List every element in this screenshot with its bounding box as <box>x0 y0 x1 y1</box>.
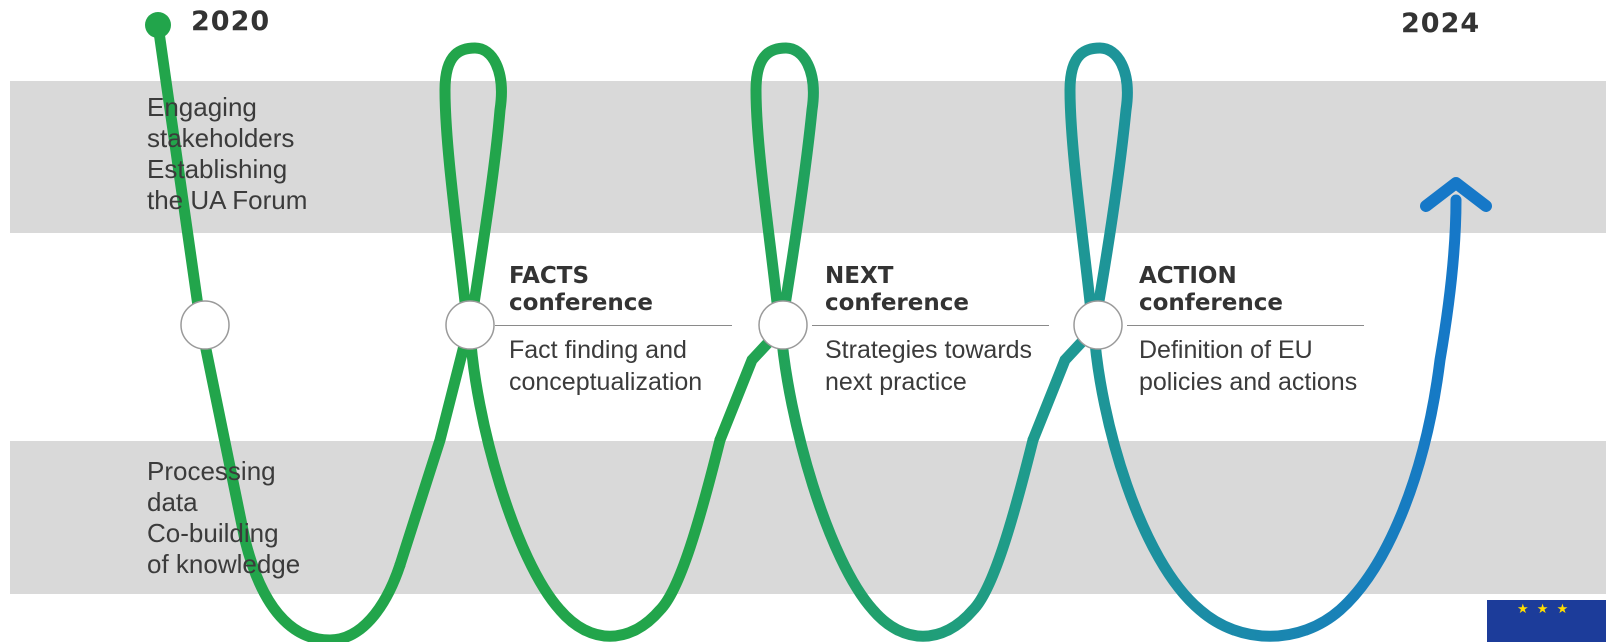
eu-flag-logo: ★ ★ ★ <box>1487 600 1606 642</box>
end-year: 2024 <box>1401 8 1481 39</box>
next-conference-title: NEXT conference <box>825 263 969 317</box>
top-band-line: Establishing <box>147 154 288 184</box>
curve-loop-next <box>714 42 1039 642</box>
start-year: 2020 <box>191 6 271 37</box>
conference-desc-line: next practice <box>825 368 967 396</box>
conference-title-line: ACTION <box>1139 263 1237 289</box>
curve-loop-action <box>1027 42 1462 642</box>
start-dot <box>145 12 171 38</box>
conference-desc-line: Definition of EU <box>1139 336 1313 364</box>
conference-title-line: FACTS <box>509 263 590 289</box>
next-conference-description: Strategies towards next practice <box>825 334 1032 398</box>
facts-divider <box>495 325 732 326</box>
facts-conference-description: Fact finding and conceptualization <box>509 334 702 398</box>
milestone-circle-next <box>758 300 808 350</box>
top-band-line: Engaging <box>147 92 257 122</box>
conference-title-line: conference <box>509 290 653 316</box>
conference-title-line: conference <box>825 290 969 316</box>
next-divider <box>812 325 1049 326</box>
milestone-circle-action <box>1073 300 1123 350</box>
curve-loop-facts <box>394 42 726 642</box>
bottom-band-text: Processing data Co-building of knowledge <box>147 456 300 580</box>
bottom-band-line: of knowledge <box>147 549 301 579</box>
conference-desc-line: Fact finding and <box>509 336 687 364</box>
arrow-head-icon <box>1420 177 1492 212</box>
top-band-line: stakeholders <box>147 123 295 153</box>
eu-stars-icon: ★ ★ ★ <box>1517 602 1571 617</box>
conference-title-line: NEXT <box>825 263 894 289</box>
facts-conference-title: FACTS conference <box>509 263 653 317</box>
action-conference-title: ACTION conference <box>1139 263 1283 317</box>
conference-title-line: conference <box>1139 290 1283 316</box>
conference-desc-line: policies and actions <box>1139 368 1358 396</box>
bottom-band-line: data <box>147 487 198 517</box>
milestone-circle-start <box>180 300 230 350</box>
conference-desc-line: conceptualization <box>509 368 703 396</box>
bottom-band-line: Processing <box>147 456 276 486</box>
top-band-text: Engaging stakeholders Establishing the U… <box>147 92 307 216</box>
milestone-circle-facts <box>445 300 495 350</box>
top-band-line: the UA Forum <box>147 185 308 215</box>
action-conference-description: Definition of EU policies and actions <box>1139 334 1357 398</box>
bottom-band-line: Co-building <box>147 518 279 548</box>
action-divider <box>1127 325 1364 326</box>
curve-segment-start <box>152 19 406 642</box>
conference-desc-line: Strategies towards <box>825 336 1033 364</box>
